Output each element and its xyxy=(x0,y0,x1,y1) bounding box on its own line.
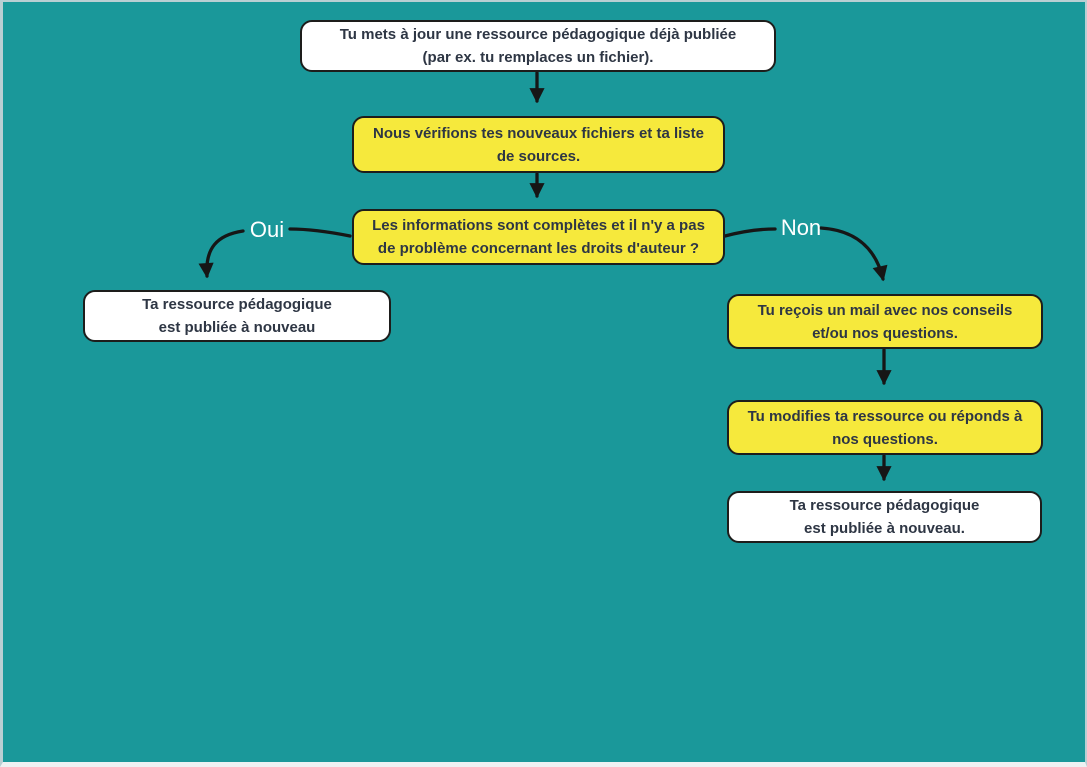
flow-node-verification: Nous vérifions tes nouveaux fichiers et … xyxy=(352,116,725,173)
node-text-line: Tu mets à jour une ressource pédagogique… xyxy=(339,26,737,43)
node-text-line: Nous vérifions tes nouveaux fichiers et … xyxy=(373,124,704,142)
flow-node-published-right: Ta ressource pédagogique est publiée à n… xyxy=(727,491,1042,543)
node-text-line: et/ou nos questions. xyxy=(812,324,958,342)
flow-node-question: Les informations sont complètes et il n'… xyxy=(352,209,725,265)
flow-node-mail: Tu reçois un mail avec nos conseils et/o… xyxy=(727,294,1043,349)
flow-node-start: Tu mets à jour une ressource pédagogique… xyxy=(300,20,776,72)
node-text-line: Tu modifies ta ressource ou réponds à xyxy=(747,407,1023,425)
edge-question-to-non-label xyxy=(723,227,777,238)
node-text-line: de sources. xyxy=(496,147,581,165)
node-text-line: est publiée à nouveau. xyxy=(804,520,965,537)
edge-oui-to-published-left xyxy=(198,229,245,279)
node-text-line: Ta ressource pédagogique xyxy=(142,296,332,313)
node-text-line: nos questions. xyxy=(832,430,938,448)
edge-label-non: Non xyxy=(780,215,822,240)
flow-node-modification: Tu modifies ta ressource ou réponds à no… xyxy=(727,400,1043,455)
edge-question-to-oui-label xyxy=(288,227,352,238)
node-text-line: Les informations sont complètes et il n'… xyxy=(372,217,705,234)
node-text-line: Ta ressource pédagogique xyxy=(789,497,980,514)
node-text-line: Tu reçois un mail avec nos conseils xyxy=(757,301,1013,319)
node-text-line: de problème concernant les droits d'aute… xyxy=(377,240,700,257)
edge-label-oui: Oui xyxy=(249,217,285,242)
flow-node-published-left: Ta ressource pédagogique est publiée à n… xyxy=(83,290,391,342)
edge-non-to-mail xyxy=(819,226,888,282)
node-text-line: est publiée à nouveau xyxy=(158,319,316,336)
node-text-line: (par ex. tu remplaces un fichier). xyxy=(422,49,654,66)
